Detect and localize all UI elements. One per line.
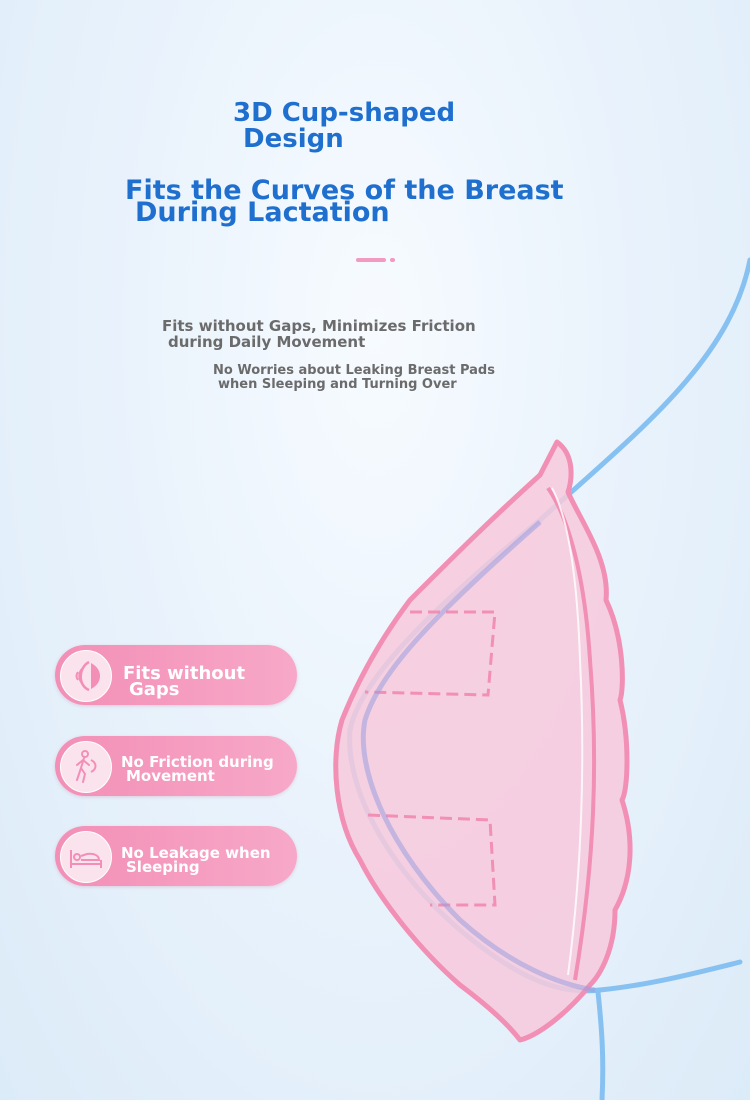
divider	[356, 258, 386, 262]
title-line-2: Design	[243, 124, 344, 154]
nursing-pad	[333, 439, 633, 1043]
feature-label-line-1: No Leakage when	[121, 844, 271, 862]
title-line-3: Fits the Curves of the Breast	[125, 175, 564, 206]
title-line-4: During Lactation	[135, 197, 390, 228]
divider-dot	[390, 258, 395, 262]
title-line-1: 3D Cup-shaped	[233, 98, 456, 128]
subtitle-line-3: No Worries about Leaking Breast Pads	[213, 363, 495, 378]
feature-label-line-1: Fits without	[123, 663, 246, 684]
breast-fit-icon	[60, 650, 112, 702]
subtitle-line-2: during Daily Movement	[168, 333, 366, 351]
feature-label-line-2: Movement	[126, 767, 215, 785]
sleeping-person-icon	[60, 831, 112, 883]
feature-pill-fit: Fits without Gaps	[55, 645, 297, 705]
subtitle-line-4: when Sleeping and Turning Over	[218, 377, 457, 392]
feature-label-line-2: Gaps	[129, 679, 180, 700]
subtitle-line-1: Fits without Gaps, Minimizes Friction	[162, 317, 476, 335]
feature-label-line-2: Sleeping	[126, 858, 200, 876]
feature-pill-friction: No Friction during Movement	[55, 736, 297, 796]
walking-person-icon	[60, 741, 112, 793]
feature-label-line-1: No Friction during	[121, 753, 274, 771]
feature-pill-leakage: No Leakage when Sleeping	[55, 826, 297, 886]
